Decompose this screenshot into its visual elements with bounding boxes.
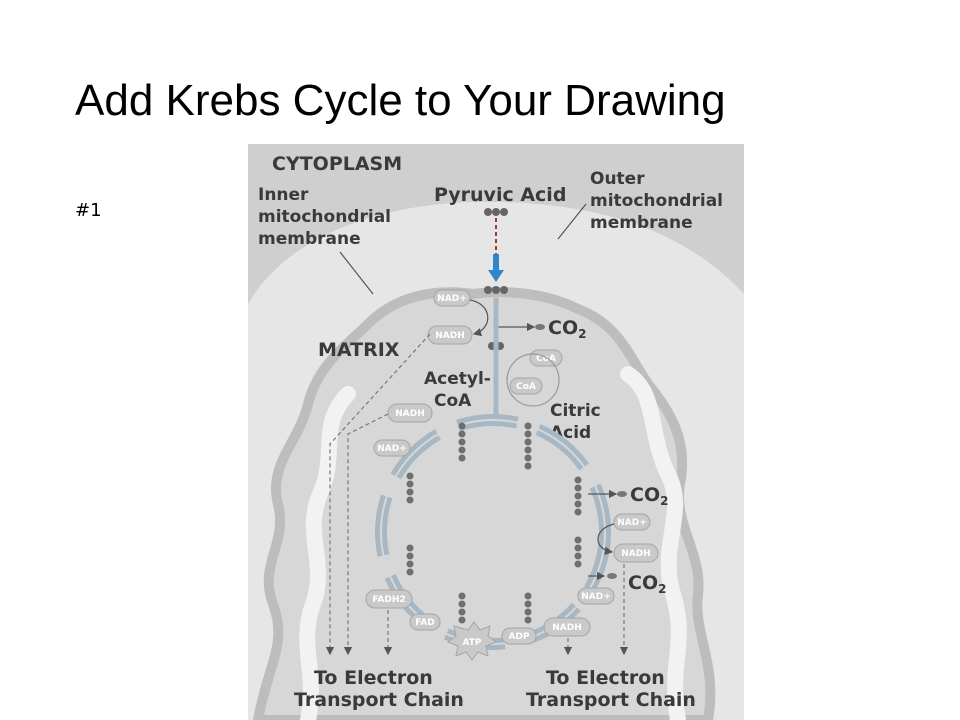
- pyruvic-acid-label: Pyruvic Acid: [434, 184, 566, 206]
- svg-text:ATP: ATP: [462, 638, 481, 648]
- outer-membrane-label-2: mitochondrial: [590, 191, 723, 211]
- pyruvic-acid-molecule-matrix: [484, 286, 508, 294]
- cytoplasm-label: CYTOPLASM: [272, 153, 402, 175]
- etc-label-left-1: To Electron: [314, 667, 433, 689]
- nad-pill-right-2: NAD+: [577, 587, 615, 605]
- co2-label-1: CO2: [548, 317, 586, 341]
- acetyl-coa-label-1: Acetyl-: [424, 369, 491, 389]
- svg-text:NADH: NADH: [435, 331, 465, 341]
- inner-membrane-label-3: membrane: [258, 229, 361, 249]
- svg-text:NAD+: NAD+: [617, 518, 647, 528]
- inner-membrane-label-2: mitochondrial: [258, 207, 391, 227]
- nad-pill-left: NAD+: [373, 439, 411, 457]
- matrix-fold-left: [299, 386, 356, 720]
- etc-label-left-2: Transport Chain: [294, 689, 464, 711]
- slide-title: Add Krebs Cycle to Your Drawing: [75, 76, 726, 125]
- fadh2-pill: FADH2: [365, 589, 413, 609]
- svg-text:NADH: NADH: [552, 623, 582, 633]
- citric-acid-label-1: Citric: [550, 401, 601, 421]
- inner-membrane-label-1: Inner: [258, 185, 309, 205]
- atp-burst: ATP: [446, 621, 498, 661]
- etc-label-right-1: To Electron: [546, 667, 665, 689]
- svg-text:FAD: FAD: [415, 618, 435, 628]
- svg-text:NAD+: NAD+: [437, 294, 467, 304]
- etc-label-right-2: Transport Chain: [526, 689, 696, 711]
- fad-pill: FAD: [409, 613, 441, 631]
- svg-text:FADH2: FADH2: [372, 595, 405, 605]
- svg-text:NAD+: NAD+: [581, 592, 611, 602]
- nadh-to-etc-line-left-2: [343, 413, 389, 656]
- outer-membrane-pointer: [557, 203, 587, 240]
- co2-label-2: CO2: [630, 484, 668, 508]
- nadh-to-etc-line-left-1: [325, 333, 431, 656]
- nadh-pill-top: NADH: [427, 325, 473, 345]
- svg-text:NADH: NADH: [395, 409, 425, 419]
- nad-to-nadh-arrow-top: [469, 299, 489, 337]
- krebs-cycle-ring-inner: [380, 419, 606, 645]
- nadh-pill-right-2: NADH: [543, 617, 591, 637]
- nad-pill-top: NAD+: [433, 289, 471, 307]
- svg-text:ADP: ADP: [508, 632, 529, 642]
- nad-pill-right-1: NAD+: [613, 513, 651, 531]
- nadh-pill-right-1: NADH: [613, 543, 659, 563]
- carbon-chains: [406, 422, 582, 624]
- krebs-cycle-diagram: CYTOPLASM Pyruvic Acid Outer mitochondri…: [248, 144, 744, 720]
- inner-membrane-pointer: [339, 251, 374, 295]
- co2-molecule-3: [607, 573, 617, 579]
- svg-text:NADH: NADH: [621, 549, 651, 559]
- co2-molecule-2: [617, 491, 627, 497]
- adp-pill: ADP: [501, 627, 537, 645]
- pyruvic-acid-molecule-top: [484, 208, 508, 216]
- coa-recycle-loop: [506, 353, 560, 407]
- outer-membrane-label-3: membrane: [590, 213, 693, 233]
- coa-pill-out: CoA: [509, 377, 543, 395]
- nadh-pill-left: NADH: [387, 403, 433, 423]
- co2-label-3: CO2: [628, 572, 666, 596]
- matrix-fold-right: [620, 366, 687, 720]
- nad-to-nadh-arrow-right-1: [597, 523, 615, 556]
- svg-text:CoA: CoA: [516, 382, 536, 392]
- slide-number-note: #1: [75, 200, 102, 221]
- co2-molecule-1: [535, 324, 545, 330]
- pyruvate-transport-arrow-icon: [488, 254, 504, 282]
- acetyl-coa-label-2: CoA: [434, 391, 472, 411]
- matrix-label: MATRIX: [318, 339, 400, 361]
- svg-text:CoA: CoA: [536, 354, 556, 364]
- svg-text:NAD+: NAD+: [377, 444, 407, 454]
- outer-membrane-label-1: Outer: [590, 169, 645, 189]
